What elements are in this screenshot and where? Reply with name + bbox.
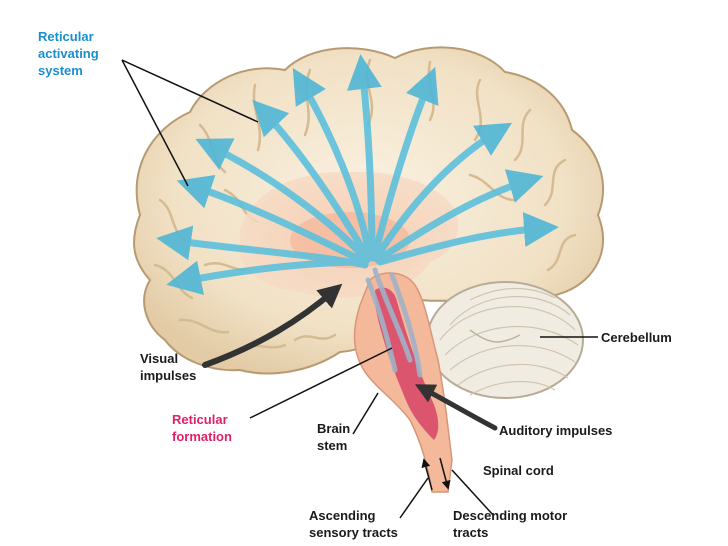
visual-impulse-arrow bbox=[202, 283, 343, 368]
label-descending-motor-tracts: Descending motor tracts bbox=[453, 508, 568, 540]
auditory-impulse-arrow bbox=[414, 384, 498, 431]
label-brain-stem: Brain stem bbox=[317, 421, 351, 453]
label-auditory-impulses: Auditory impulses bbox=[499, 423, 613, 438]
label-cerebellum: Cerebellum bbox=[601, 330, 672, 345]
label-spinal-cord: Spinal cord bbox=[483, 463, 554, 478]
label-reticular-formation: Reticular formation bbox=[172, 412, 232, 444]
leader-lines bbox=[121, 59, 598, 519]
cerebellum-shape bbox=[426, 281, 584, 399]
tract-arrows bbox=[421, 457, 451, 491]
activation-arrows bbox=[156, 54, 559, 296]
label-ascending-sensory-tracts: Ascending sensory tracts bbox=[309, 508, 398, 540]
label-visual-impulses: Visual impulses bbox=[140, 351, 197, 383]
brainstem-arrows bbox=[365, 267, 423, 378]
label-reticular-activating-system: Reticular activating system bbox=[38, 29, 99, 78]
